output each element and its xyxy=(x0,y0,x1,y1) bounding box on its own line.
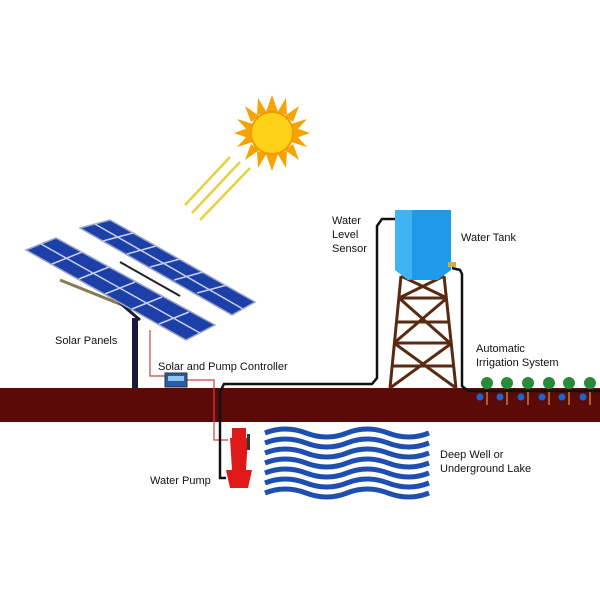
pump-controller-icon xyxy=(164,372,188,388)
irrigation-line-1: Automatic xyxy=(476,343,525,355)
ground xyxy=(0,388,600,422)
controller-wire xyxy=(149,330,166,377)
sun-icon xyxy=(234,95,310,171)
water-pump-icon xyxy=(226,428,252,488)
label-deep-well: Deep Well or Underground Lake xyxy=(440,448,531,476)
sensor-line-2: Level xyxy=(332,229,359,241)
label-water-tank: Water Tank xyxy=(461,232,517,244)
label-irrigation-system: Automatic Irrigation System xyxy=(476,342,559,370)
label-water-level-sensor: Water Level Sensor xyxy=(332,214,367,256)
well-line-2: Underground Lake xyxy=(440,463,532,475)
irrigation-plants xyxy=(476,377,596,405)
water-pipe xyxy=(218,217,396,480)
label-solar-panels: Solar Panels xyxy=(55,335,118,347)
underground-water xyxy=(264,426,430,500)
tank-tower xyxy=(388,274,458,390)
label-controller: Solar and Pump Controller xyxy=(158,361,288,373)
solar-panel-array xyxy=(24,219,257,388)
sensor-line-1: Water xyxy=(332,215,361,227)
sensor-line-3: Sensor xyxy=(332,243,367,255)
label-water-pump: Water Pump xyxy=(150,475,211,487)
irrigation-pipe xyxy=(451,266,600,393)
sunlight-beams xyxy=(184,156,251,221)
water-tank-icon xyxy=(395,210,456,280)
irrigation-line-2: Irrigation System xyxy=(476,357,559,369)
well-line-1: Deep Well or xyxy=(440,449,504,461)
